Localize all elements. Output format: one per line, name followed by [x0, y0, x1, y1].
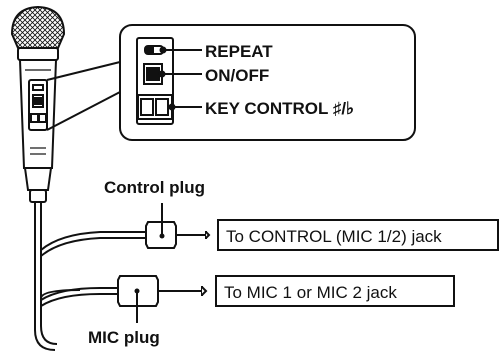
mic-plug-label: MIC plug [88, 328, 160, 347]
control-mockup [136, 37, 174, 125]
callout-leader-lines [158, 46, 202, 111]
repeat-label: REPEAT [205, 42, 273, 61]
control-plug-label: Control plug [104, 178, 205, 197]
callout-pointer [46, 61, 121, 131]
cable [34, 202, 146, 351]
microphone [10, 5, 66, 203]
mic-jack-label: To MIC 1 or MIC 2 jack [224, 283, 397, 302]
microphone-connector [29, 189, 47, 203]
control-jack-box [217, 219, 499, 251]
mic-plug [117, 275, 208, 307]
control-plug [145, 221, 211, 249]
microphone-grille [10, 5, 66, 49]
mic-jack-box [215, 275, 455, 307]
microphone-tail [23, 167, 53, 191]
onoff-label: ON/OFF [205, 66, 269, 85]
callout-box [119, 24, 416, 141]
control-jack-label: To CONTROL (MIC 1/2) jack [226, 227, 442, 246]
microphone-ring [17, 47, 59, 61]
key-control-label: KEY CONTROL ♯/♭ [205, 99, 354, 118]
